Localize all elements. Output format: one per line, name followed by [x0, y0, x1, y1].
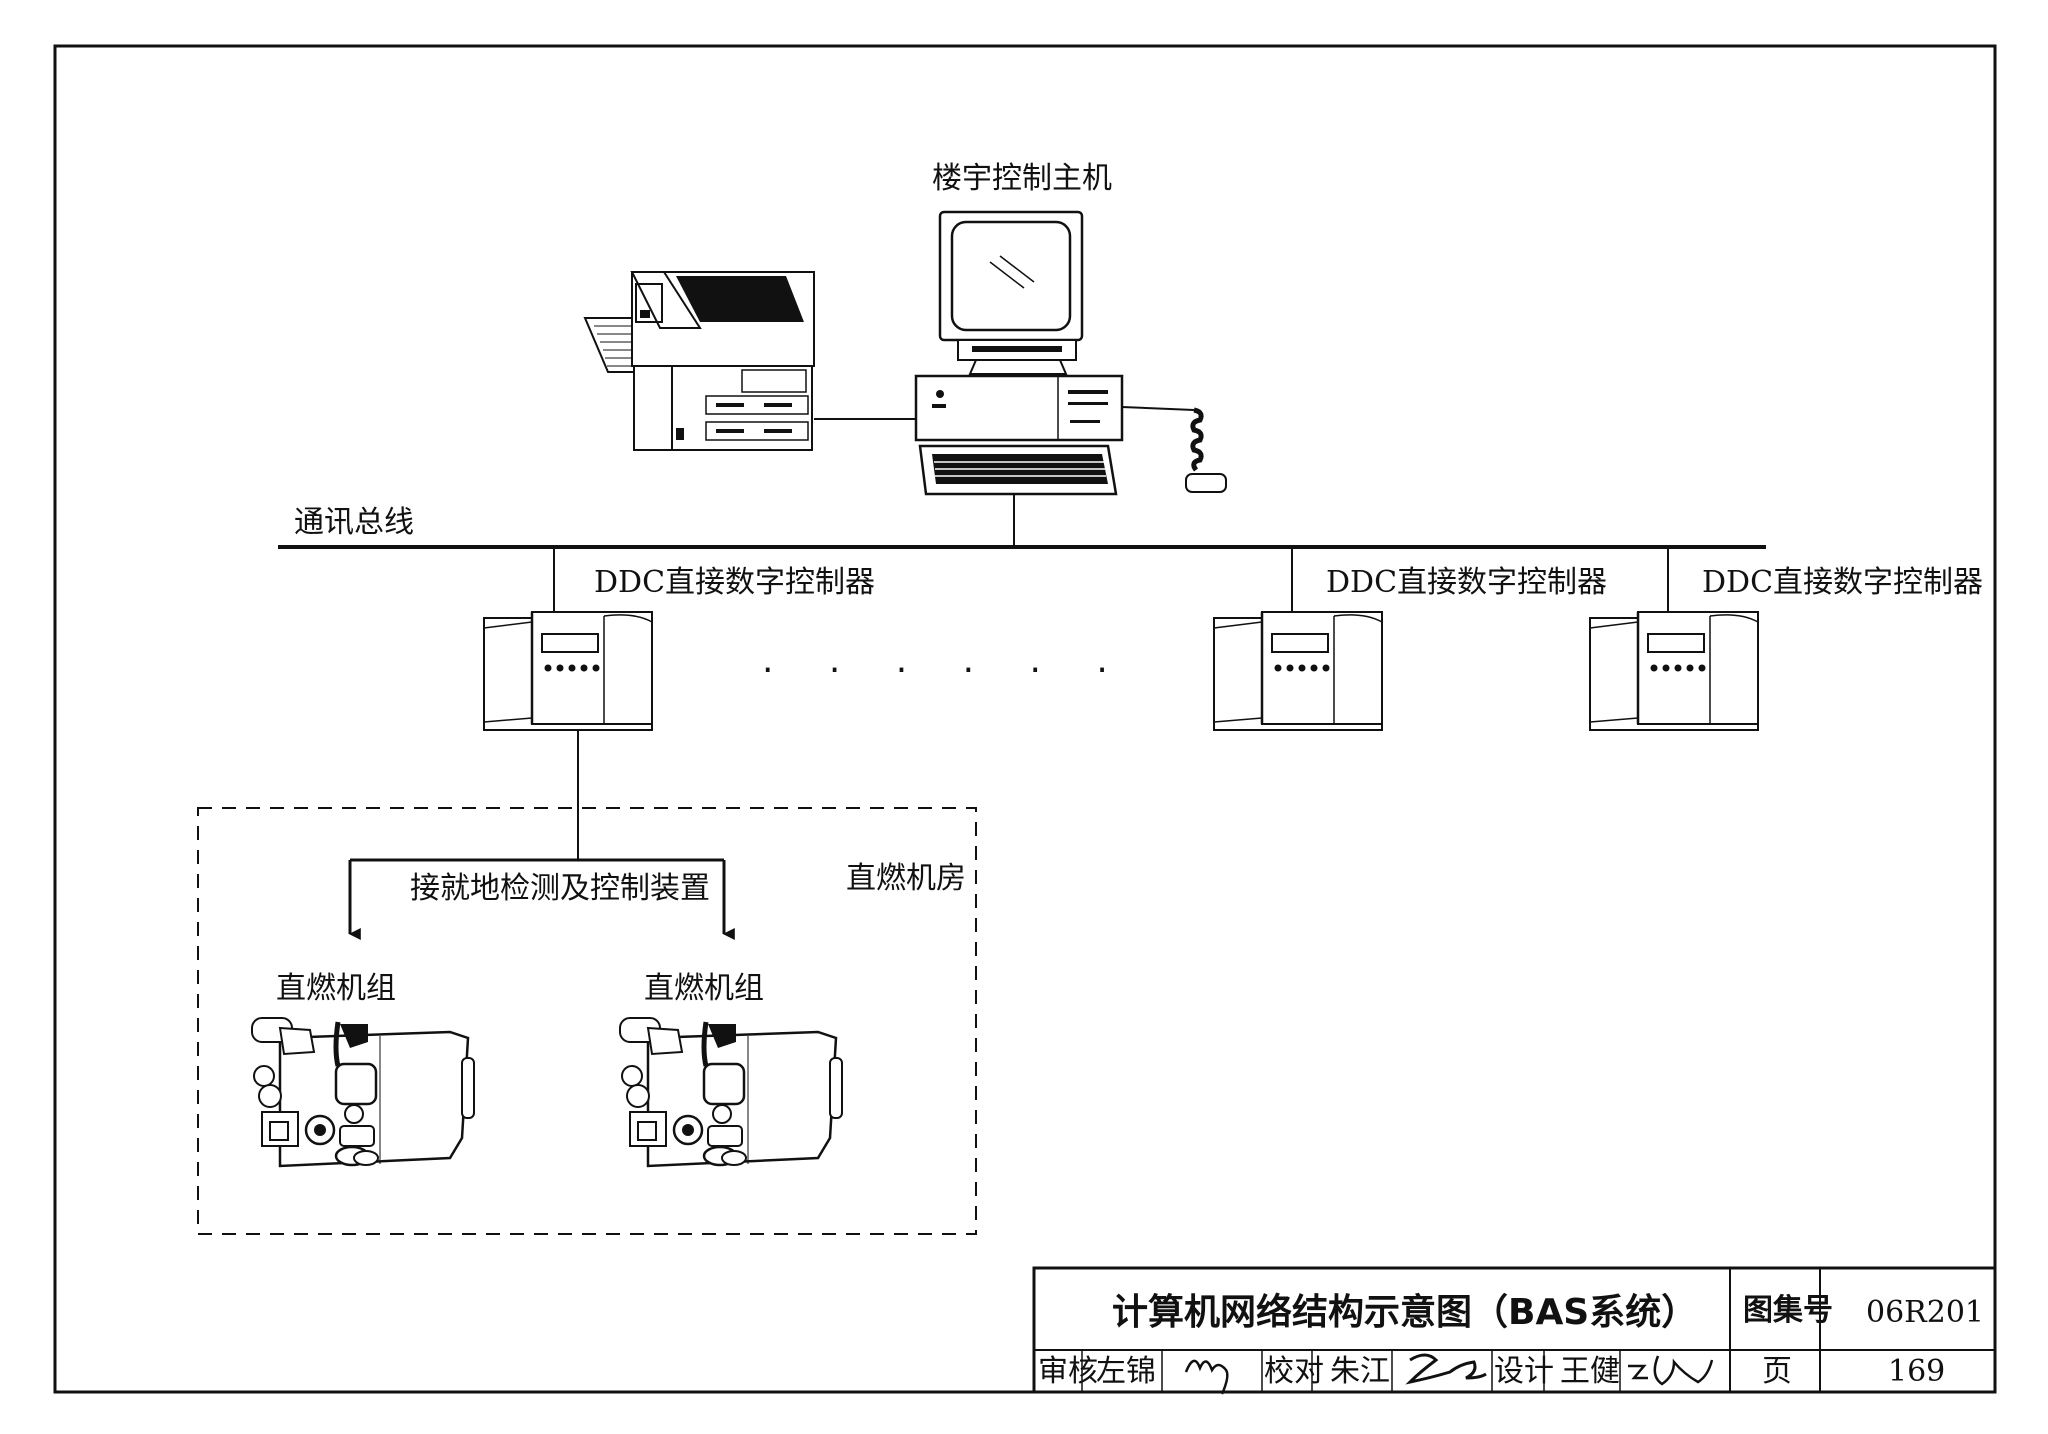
title-block: 计算机网络结构示意图（BAS系统） 图集号 06R201 审核 左锦 校对 朱江…: [1032, 1266, 1997, 1395]
ddc2-label: DDC直接数字控制器: [1326, 565, 1607, 600]
monitor-icon: [938, 210, 1084, 375]
drawing-title: 计算机网络结构示意图（BAS系统）: [1112, 1291, 1697, 1333]
printer-icon: [583, 271, 815, 451]
design-label: 设计: [1494, 1354, 1554, 1389]
computer-case-icon: [914, 374, 1124, 442]
bus-label: 通讯总线: [294, 505, 414, 540]
ddc-controller-icon: [1588, 610, 1760, 732]
atlas-no-label: 图集号: [1743, 1293, 1833, 1328]
page-label: 页: [1762, 1354, 1792, 1389]
atlas-no: 06R201: [1866, 1295, 1984, 1330]
page-number: 169: [1888, 1354, 1945, 1389]
check-label: 校对: [1264, 1354, 1324, 1389]
unit1-label: 直燃机组: [276, 971, 396, 1006]
review-label: 审核: [1038, 1354, 1098, 1389]
designer-name: 王健: [1560, 1354, 1620, 1389]
reviewer-signature: [1184, 1359, 1229, 1395]
ellipsis: · · · · · ·: [762, 650, 1130, 691]
drawing-frame: [53, 44, 1997, 1394]
chiller-unit-icon: [620, 1018, 842, 1166]
checker-name: 朱江: [1330, 1354, 1390, 1389]
reviewer-name: 左锦: [1096, 1354, 1156, 1389]
machine-room-boundary: [197, 807, 977, 1235]
ddc-controller-icon: [482, 610, 654, 732]
host-label: 楼宇控制主机: [932, 161, 1112, 196]
keyboard-icon: [918, 444, 1118, 496]
unit2-label: 直燃机组: [644, 971, 764, 1006]
chiller-unit-icon: [252, 1018, 474, 1166]
ddc-controller-icon: [1212, 610, 1384, 732]
field-label: 接就地检测及控制装置: [410, 871, 710, 906]
mouse-icon: [1121, 406, 1227, 493]
ddc1-label: DDC直接数字控制器: [594, 565, 875, 600]
checker-signature: [1405, 1353, 1487, 1385]
ddc3-label: DDC直接数字控制器: [1702, 565, 1983, 600]
room-label: 直燃机房: [846, 861, 966, 896]
designer-signature: [1628, 1355, 1714, 1386]
